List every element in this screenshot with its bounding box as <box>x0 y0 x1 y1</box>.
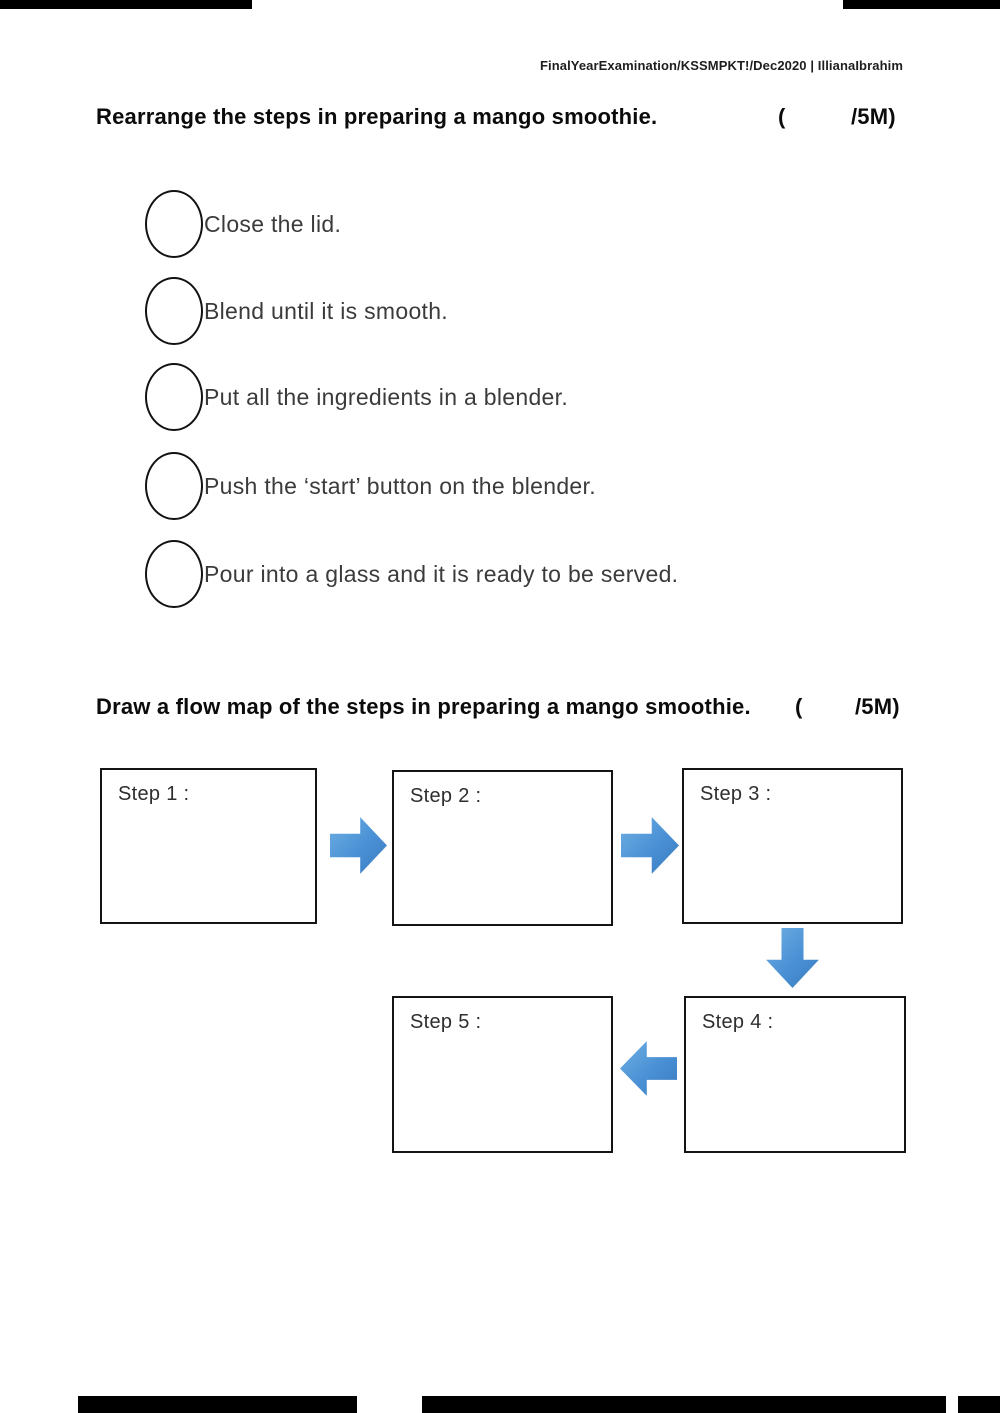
answer-circle[interactable] <box>145 277 203 345</box>
question2-marks-paren: ( <box>795 694 803 719</box>
block-arrow-right-icon <box>330 817 387 874</box>
sequence-item: Blend until it is smooth. <box>145 277 448 345</box>
answer-circle[interactable] <box>145 452 203 520</box>
flow-box-step-2[interactable]: Step 2 : <box>392 770 613 926</box>
sequence-item: Pour into a glass and it is ready to be … <box>145 540 678 608</box>
flow-box-label: Step 3 : <box>700 783 772 805</box>
sequence-item-label: Blend until it is smooth. <box>204 297 449 324</box>
flow-box-step-1[interactable]: Step 1 : <box>100 768 317 924</box>
scan-artifact-bar <box>0 0 252 9</box>
sequence-item-label: Put all the ingredients in a blender. <box>204 383 569 410</box>
question1-marks-paren: ( <box>778 104 786 129</box>
flow-box-label: Step 5 : <box>410 1011 482 1033</box>
sequence-item: Close the lid. <box>145 190 341 258</box>
block-arrow-right-icon <box>621 817 679 874</box>
question1-title: Rearrange the steps in preparing a mango… <box>96 104 658 129</box>
flow-box-step-3[interactable]: Step 3 : <box>682 768 903 924</box>
sequence-item-label: Push the ‘start’ button on the blender. <box>204 472 596 499</box>
flow-box-step-5[interactable]: Step 5 : <box>392 996 613 1153</box>
answer-circle[interactable] <box>145 190 203 258</box>
answer-circle[interactable] <box>145 540 203 608</box>
exam-reference: FinalYearExamination/KSSMPKT!/Dec2020 | … <box>539 58 903 73</box>
scan-artifact-bar <box>422 1396 946 1413</box>
flow-box-step-4[interactable]: Step 4 : <box>684 996 906 1153</box>
sequence-item-label: Close the lid. <box>204 210 342 237</box>
scan-artifact-bar <box>958 1396 1000 1413</box>
flow-box-label: Step 4 : <box>702 1011 774 1033</box>
question2-title: Draw a flow map of the steps in preparin… <box>96 694 751 719</box>
sequence-item-label: Pour into a glass and it is ready to be … <box>204 560 679 587</box>
sequence-item: Push the ‘start’ button on the blender. <box>145 452 596 520</box>
sequence-item: Put all the ingredients in a blender. <box>145 363 568 431</box>
flow-box-label: Step 1 : <box>118 783 190 805</box>
question2-marks: /5M) <box>855 694 900 719</box>
question1-marks: /5M) <box>851 104 896 129</box>
block-arrow-down-icon <box>766 928 819 988</box>
flow-box-label: Step 2 : <box>410 785 482 807</box>
block-arrow-left-icon <box>620 1041 677 1096</box>
scan-artifact-bar <box>843 0 1000 9</box>
answer-circle[interactable] <box>145 363 203 431</box>
scan-artifact-bar <box>78 1396 357 1413</box>
